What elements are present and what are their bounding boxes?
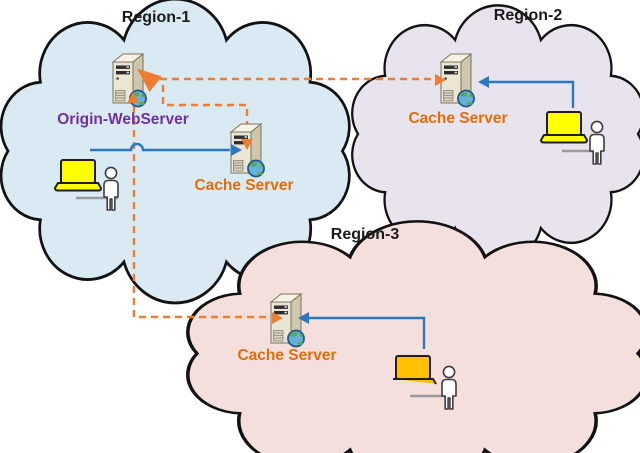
arrowhead-into-region2-cache-icon [435, 74, 446, 86]
arrowhead-into-origin-bottom-icon [127, 92, 139, 103]
blue-arrowhead-region2-icon [478, 76, 489, 88]
region-3-cloud [186, 219, 640, 453]
origin-to-region3-cache-link [132, 106, 266, 319]
region1-laptop-icon [53, 159, 103, 192]
blue-arrowhead-region1-icon [231, 144, 242, 156]
laptop-base [539, 134, 589, 144]
region-1-title: Region-1 [121, 9, 191, 26]
laptop-screen [395, 355, 431, 380]
region1-cache-server-label: Cache Server [194, 177, 294, 194]
blue-arrowhead-region3-icon [298, 312, 309, 324]
laptop-base [53, 182, 103, 192]
origin-to-region1-cache-link [161, 85, 249, 138]
origin-webserver-label: Origin-WebServer [57, 111, 189, 128]
region2-laptop-icon [539, 111, 589, 144]
laptop-base [393, 378, 437, 385]
region2-cache-server-icon [440, 53, 475, 108]
region2-client-to-cache-link [488, 80, 575, 108]
region1-client-to-cache-link [90, 142, 230, 152]
laptop-screen [60, 159, 96, 184]
arrowhead-into-region1-cache-icon [241, 139, 253, 150]
laptop-screen [546, 111, 582, 136]
region-2-title: Region-2 [493, 7, 563, 24]
region3-client-to-cache-link [308, 316, 426, 349]
region-3-title: Region-3 [330, 226, 400, 243]
arrowhead-into-region3-cache-icon [272, 312, 283, 324]
region3-cache-server-label: Cache Server [237, 347, 337, 364]
region3-laptop-icon [393, 355, 437, 385]
arrowhead-into-origin-icon [137, 68, 162, 92]
region2-cache-server-label: Cache Server [408, 110, 508, 127]
